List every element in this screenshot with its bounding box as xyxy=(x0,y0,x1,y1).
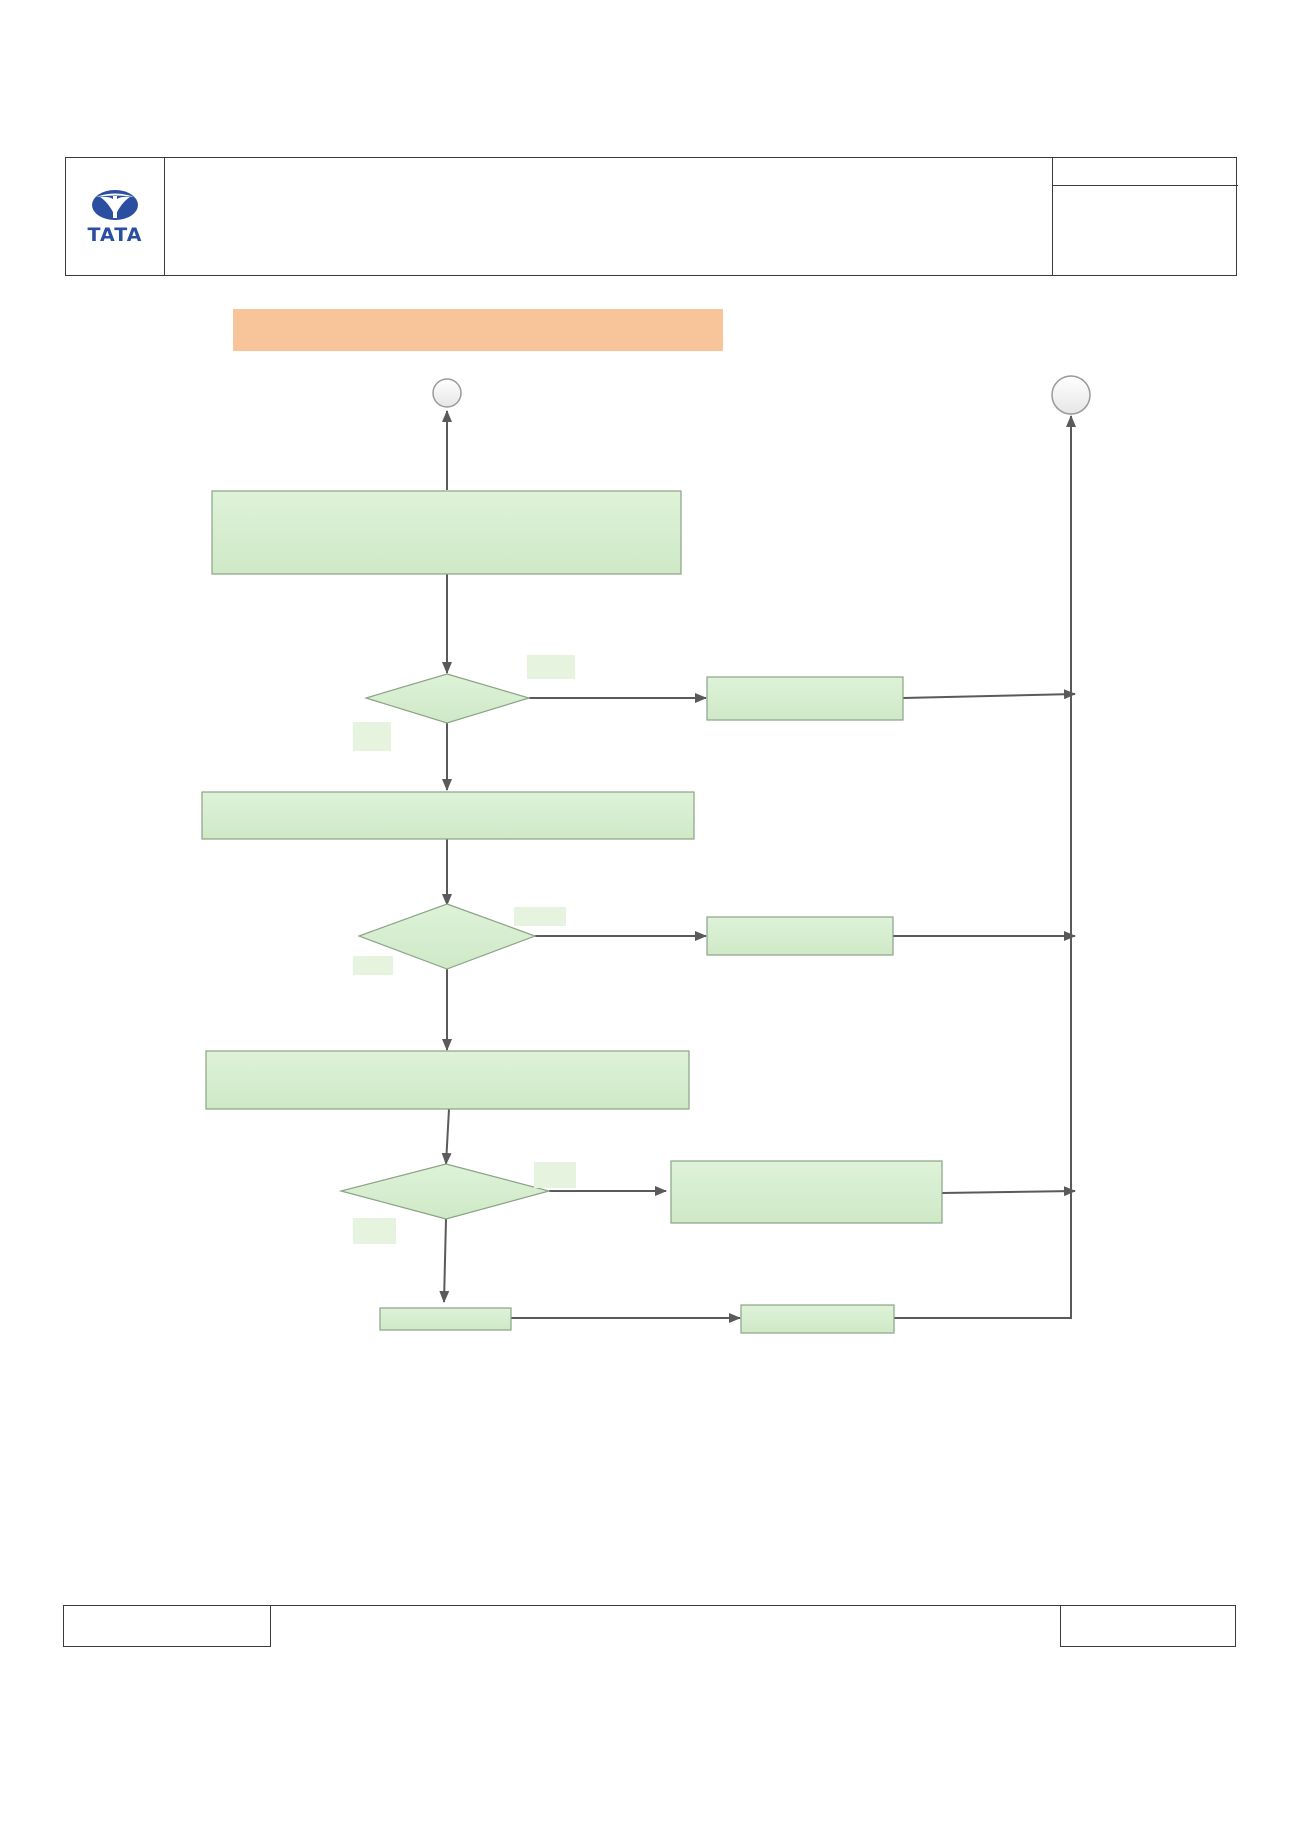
branch-label-decision3-right xyxy=(534,1162,576,1188)
branch-label-decision2-down xyxy=(353,956,393,975)
edge-action1-end xyxy=(902,689,1076,700)
header-meta-top-cell xyxy=(1053,158,1238,186)
header-title-cell xyxy=(165,158,1053,275)
branch-label-decision1-right xyxy=(527,655,575,679)
decision-3 xyxy=(338,1163,552,1220)
title-banner xyxy=(233,309,723,351)
branch-label-decision2-right xyxy=(514,907,566,926)
logo-cell: TATA xyxy=(66,158,165,275)
branch-label-decision3-down xyxy=(353,1218,396,1244)
action-2 xyxy=(706,916,894,956)
branch-label-decision1-down xyxy=(353,722,391,751)
tata-emblem-icon xyxy=(92,189,138,220)
process-4 xyxy=(379,1307,512,1331)
decision-2 xyxy=(357,903,537,970)
edge-process3-decision3 xyxy=(441,1108,452,1165)
logo-text: TATA xyxy=(87,223,143,246)
footer-divider xyxy=(271,1605,1060,1606)
edges xyxy=(439,410,1076,1323)
process-2 xyxy=(201,791,695,840)
process-1 xyxy=(211,490,682,575)
action-1 xyxy=(706,676,904,721)
edge-action4-end xyxy=(894,415,1076,1319)
process-3 xyxy=(205,1050,690,1110)
end-connector xyxy=(1051,375,1091,415)
edge-decision3-process4 xyxy=(439,1218,450,1303)
tata-logo: TATA xyxy=(88,188,143,246)
action-4 xyxy=(740,1304,895,1334)
start-connector xyxy=(432,378,462,408)
footer-right-cell xyxy=(1060,1605,1236,1647)
edge-action3-end xyxy=(941,1186,1076,1197)
document-header: TATA xyxy=(65,157,1238,276)
action-3 xyxy=(670,1160,943,1224)
footer-left-cell xyxy=(63,1605,271,1647)
decision-1 xyxy=(363,673,532,724)
